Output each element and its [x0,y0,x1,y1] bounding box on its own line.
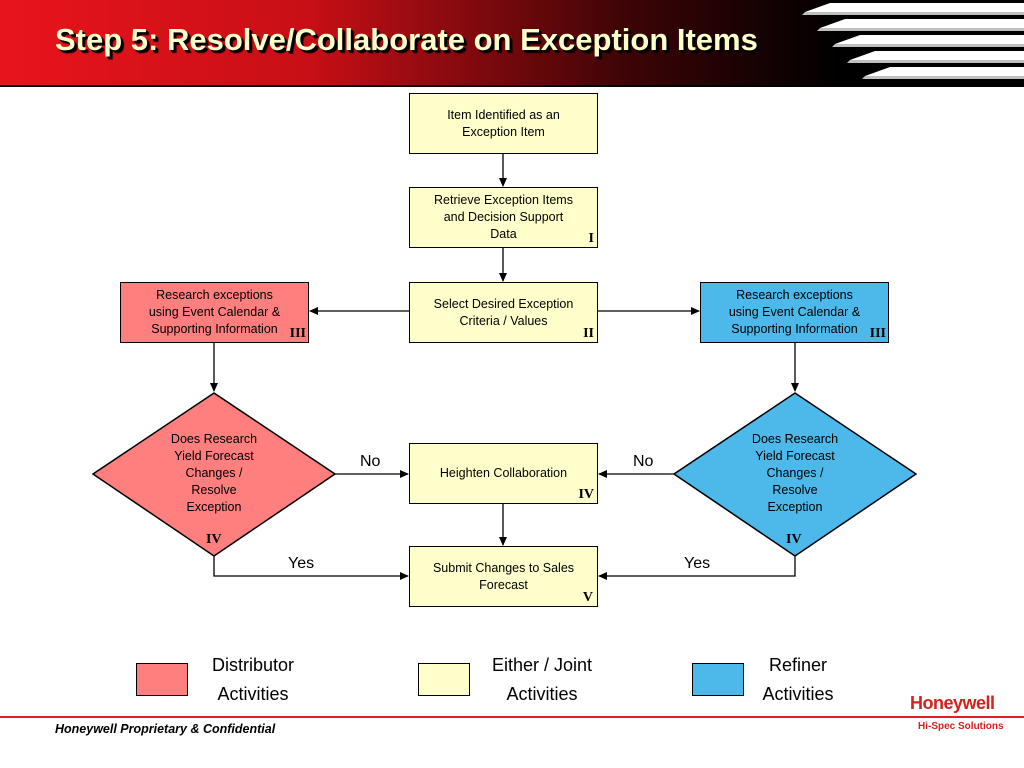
honeywell-logo: Honeywell [910,693,995,713]
legend-label-distributor: Distributor Activities [211,655,295,704]
decision-diamond-distributor [92,392,336,557]
legend-swatch-refiner [692,663,744,696]
step-marker: III [869,326,886,341]
footer-confidential: Honeywell Proprietary & Confidential [55,722,276,736]
legend-swatch-distributor [136,663,188,696]
arrow-n8-n9 [598,556,796,580]
step-marker: V [582,590,593,605]
decision-text: Does Research Yield Forecast Changes / R… [751,432,839,514]
node-submit-changes: Submit Changes to Sales Forecast V [409,546,598,607]
step-marker: IV [578,487,594,502]
node-item-identified: Item Identified as an Exception Item [409,93,598,154]
edge-label-yes: Yes [684,555,711,572]
step-marker: I [588,231,594,246]
step-marker: IV [206,532,222,547]
node-refiner-research: Research exceptions using Event Calendar… [700,282,889,343]
arrow-n6-n9 [213,556,409,580]
legend-label-refiner: Refiner Activities [762,655,834,704]
decision-text: Does Research Yield Forecast Changes / R… [170,432,258,514]
step-marker: III [289,326,306,341]
node-distributor-research: Research exceptions using Event Calendar… [120,282,309,343]
decision-diamond-refiner [673,392,917,557]
edge-label-no: No [633,453,654,470]
edge-label-no: No [360,453,381,470]
node-select-criteria: Select Desired Exception Criteria / Valu… [409,282,598,343]
node-heighten-collaboration: Heighten Collaboration IV [409,443,598,504]
edge-label-yes: Yes [288,555,315,572]
legend-swatch-joint [418,663,470,696]
title-banner [0,0,1024,87]
step-marker: IV [786,532,802,547]
footer-divider [0,716,1024,718]
brand-tagline: Hi-Spec Solutions [918,721,1004,732]
node-retrieve-exception-items: Retrieve Exception Items and Decision Su… [409,187,598,248]
legend-label-joint: Either / Joint Activities [491,655,593,704]
step-marker: II [583,326,594,341]
page-title: Step 5: Resolve/Collaborate on Exception… [55,22,758,57]
